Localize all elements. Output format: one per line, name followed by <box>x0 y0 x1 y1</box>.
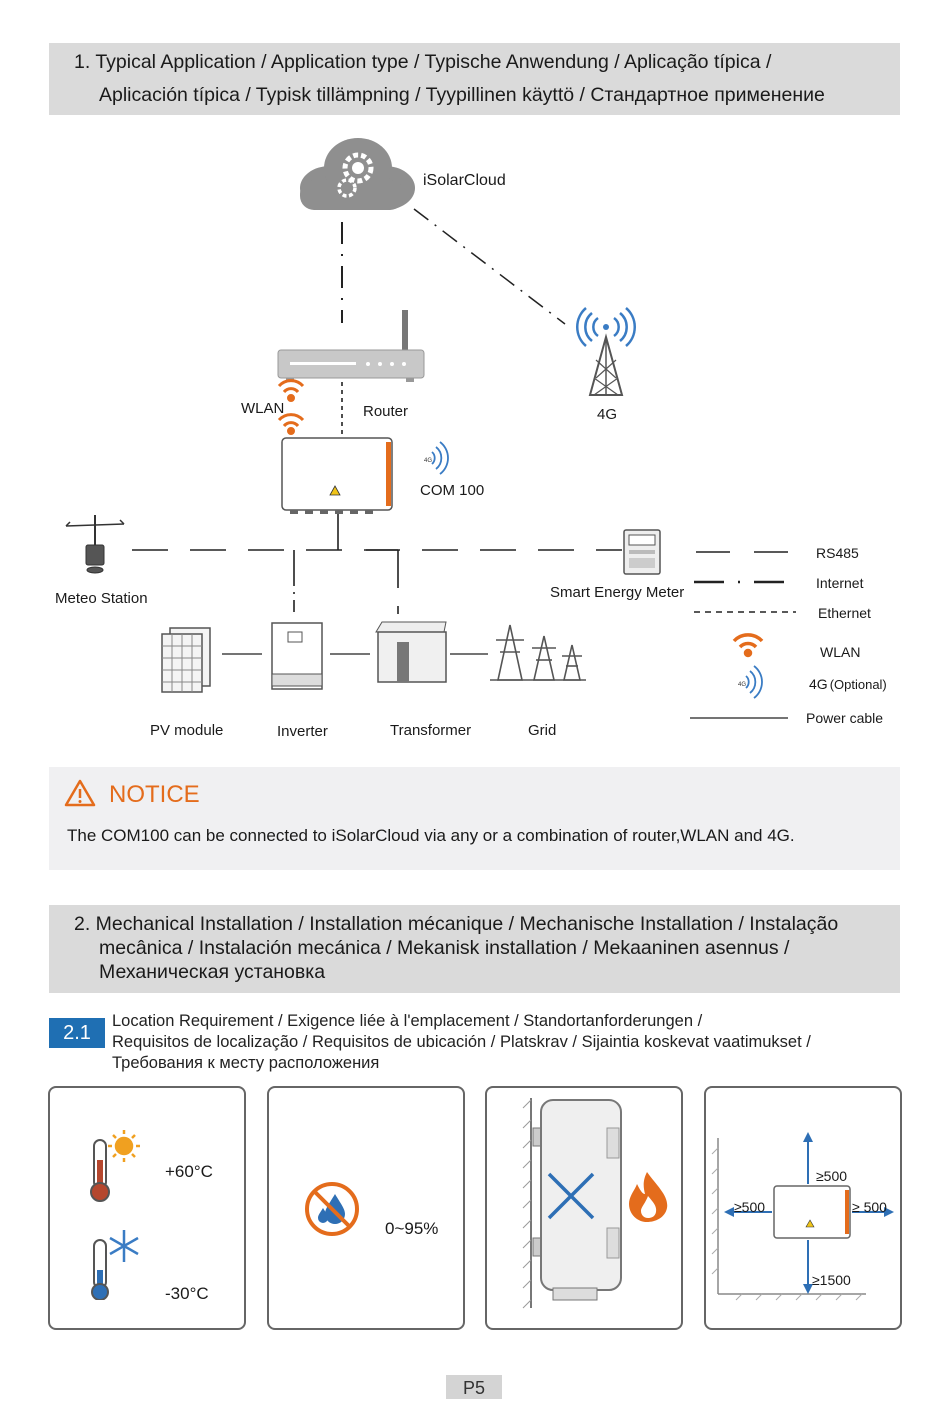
legend-wlan-icon <box>732 633 764 658</box>
legend-4g-icon <box>745 665 763 699</box>
snowflake-icon <box>109 1230 139 1262</box>
com100-device <box>281 437 393 514</box>
inverter-icon <box>271 622 323 690</box>
smart-meter-icon <box>623 529 661 575</box>
grid-label: Grid <box>528 722 557 739</box>
fire-icon <box>629 1172 668 1222</box>
page-number: P5 <box>446 1375 502 1399</box>
meter-label: Smart Energy Meter <box>550 584 685 601</box>
humidity-card: 0~95% <box>267 1086 465 1330</box>
temperature-icons <box>90 1130 140 1300</box>
wlan-icon <box>277 379 305 402</box>
clearance-left: ≥500 <box>734 1199 766 1215</box>
temperature-card: +60°C -30°C <box>48 1086 246 1330</box>
legend-wlan-label: WLAN <box>820 644 861 660</box>
grid-pylon-icon <box>490 624 586 681</box>
clearance-bottom: ≥1500 <box>812 1272 851 1288</box>
hot-thermometer-icon <box>90 1139 110 1202</box>
com100-label: COM 100 <box>420 482 485 499</box>
legend-internet-label: Internet <box>816 575 864 591</box>
meteo-label: Meteo Station <box>55 590 148 607</box>
legend-4g-label: 4G(Optional) <box>809 676 887 692</box>
cloud-icon <box>300 138 415 210</box>
clearance-card: ≥500 ≥500 ≥ 500 ≥1500 <box>704 1086 902 1330</box>
signal-4g-icon <box>431 441 449 475</box>
tower-label: 4G <box>597 406 618 423</box>
legend-4g-text: 4G <box>809 676 828 692</box>
clearance-right: ≥ 500 <box>852 1199 887 1215</box>
clearance-illustration <box>711 1132 894 1301</box>
notice-title: NOTICE <box>109 781 200 808</box>
transformer-label: Transformer <box>390 722 472 739</box>
min-temperature: -30°C <box>165 1284 209 1303</box>
clearance-top: ≥500 <box>816 1168 848 1184</box>
application-diagram: 4G <box>65 138 796 719</box>
max-temperature: +60°C <box>165 1162 213 1181</box>
humidity-range: 0~95% <box>385 1219 439 1238</box>
signal-4g-mark: 4G <box>424 458 432 464</box>
section-title-line: 2. Mechanical Installation / Installatio… <box>74 913 839 935</box>
notice-text: The COM100 can be connected to iSolarClo… <box>67 826 795 845</box>
transformer-icon <box>375 621 447 683</box>
cold-thermometer-icon <box>91 1239 109 1300</box>
wall-mount-illustration <box>522 1098 668 1309</box>
sun-icon <box>108 1130 140 1162</box>
legend-power-label: Power cable <box>806 710 884 726</box>
pv-module-icon <box>161 627 211 693</box>
installation-warning-card <box>485 1086 683 1330</box>
router-icon <box>277 310 425 382</box>
legend-rs485-label: RS485 <box>816 545 859 561</box>
section-header-application: 1. Typical Application / Application typ… <box>49 43 900 115</box>
meteo-station-icon <box>65 515 125 574</box>
section-title-line: Aplicación típica / Typisk tillämpning /… <box>99 84 825 106</box>
legend-4g-mark: 4G <box>738 682 746 688</box>
section-title-line: Механическая установка <box>99 961 326 983</box>
no-water-icon <box>305 1182 359 1236</box>
subsection-title-line: Location Requirement / Exigence liée à l… <box>112 1012 703 1030</box>
subsection-number-badge: 2.1 <box>49 1018 105 1048</box>
section-title-line: 1. Typical Application / Application typ… <box>74 51 772 73</box>
inverter-label: Inverter <box>277 723 328 740</box>
cloud-label: iSolarCloud <box>423 172 506 189</box>
notice-box: NOTICE The COM100 can be connected to iS… <box>49 767 900 870</box>
wlan-icon <box>277 413 305 435</box>
cell-tower-icon <box>576 307 636 396</box>
subsection-title-line: Требования к месту расположения <box>112 1054 380 1072</box>
legend-ethernet-label: Ethernet <box>818 605 871 621</box>
section-header-mechanical: 2. Mechanical Installation / Installatio… <box>49 905 900 993</box>
legend-optional-text: (Optional) <box>829 677 887 692</box>
section-title-line: mecânica / Instalación mecánica / Mekani… <box>99 937 790 959</box>
warning-icon <box>64 779 96 807</box>
pv-label: PV module <box>150 722 224 739</box>
router-label: Router <box>363 403 409 420</box>
wlan-label: WLAN <box>241 400 285 417</box>
subsection-title-line: Requisitos de localização / Requisitos d… <box>112 1033 811 1051</box>
